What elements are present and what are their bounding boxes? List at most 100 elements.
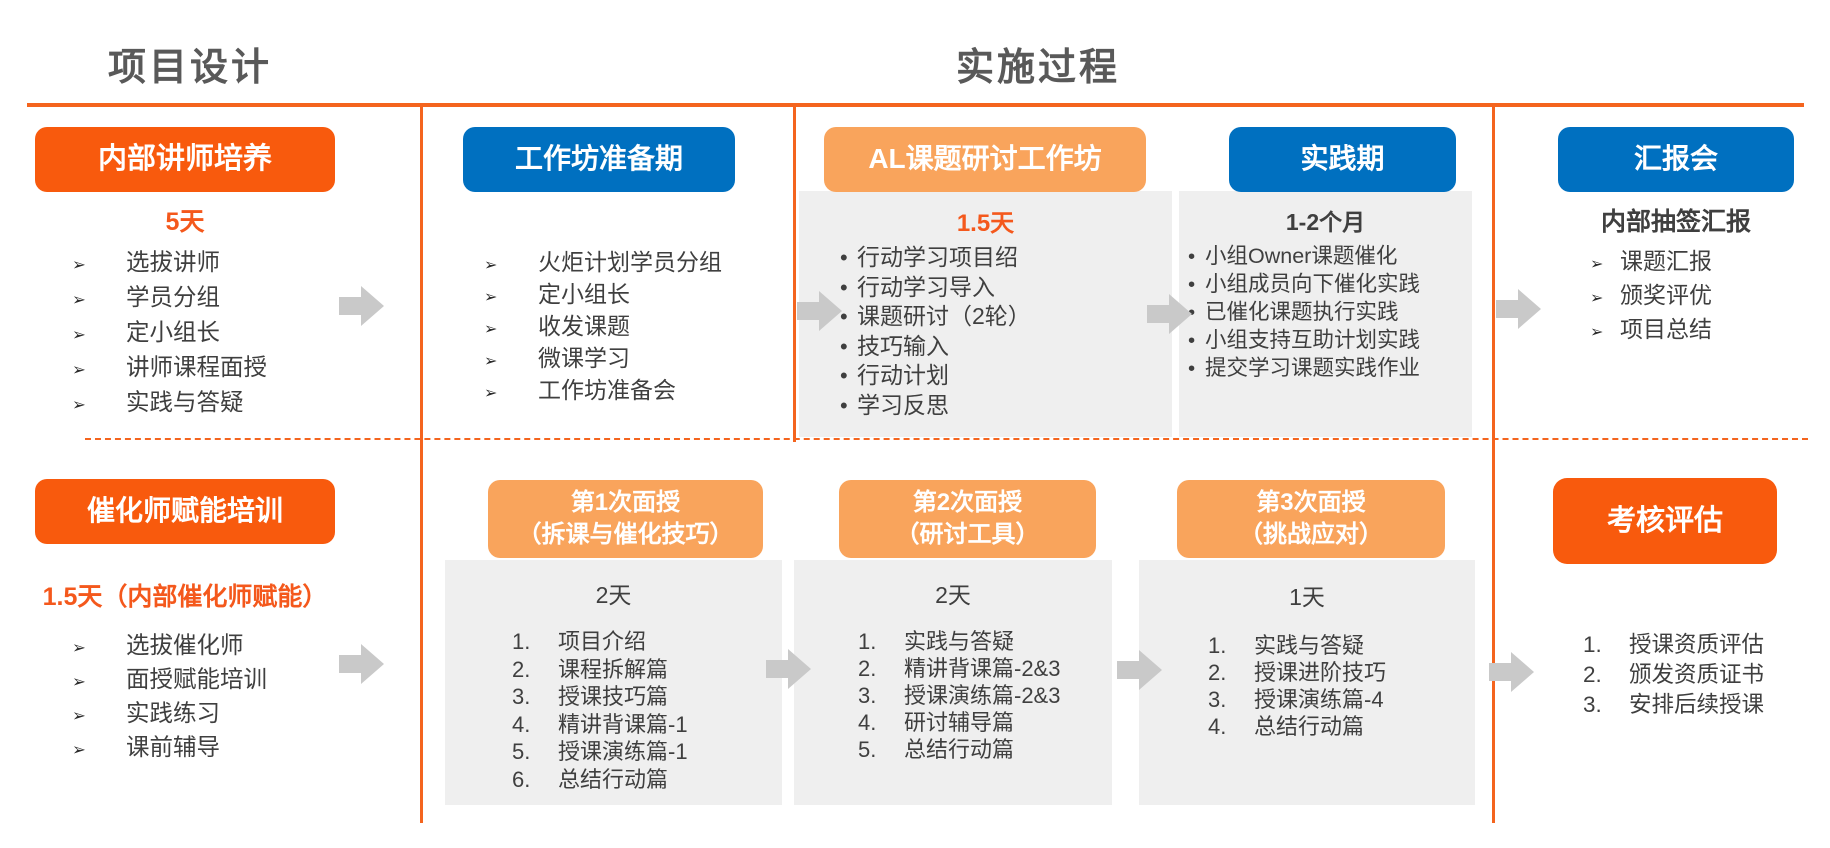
list-item: ➢颁奖评优 [1590, 280, 1712, 314]
list-item-text: 实践练习 [126, 700, 220, 726]
flow-arrow-icon [797, 291, 842, 331]
session2-panel [794, 560, 1112, 805]
list-item-text: 学员分组 [126, 284, 220, 310]
practice-period-list: • 小组Owner课题催化 • 小组成员向下催化实践 •已催化课题执行实践•小组支持互助… [1188, 243, 1420, 383]
report-meeting-box: 汇报会 [1558, 127, 1794, 192]
arrow-bullet-icon: ➢ [484, 288, 498, 306]
list-item: 2.课程拆解篇 [512, 656, 688, 684]
list-item-text: 行动计划 [857, 362, 949, 388]
trainer-development-box: 内部讲师培养 [35, 127, 335, 192]
facilitator-training-box: 催化师赋能培训 [35, 479, 335, 544]
number-bullet: 1. [1583, 632, 1602, 657]
list-item-text: 小组成员向下催化实践 [1205, 272, 1421, 296]
number-bullet: 2. [858, 656, 877, 681]
list-item: ➢ 学员分组 [72, 281, 267, 316]
stage-box-label: 实践期 [1300, 143, 1385, 175]
dot-bullet-icon: • [1188, 274, 1196, 296]
number-bullet: 1. [1208, 633, 1227, 658]
list-item-text: 精讲背课篇-2&3 [904, 656, 1061, 681]
list-item-text: 总结行动篇 [1254, 714, 1365, 739]
flow-arrow-icon [1489, 652, 1534, 692]
list-item: •行动计划 [840, 361, 1031, 391]
list-item-text: 行动学习项目绍 [857, 244, 1018, 270]
list-item: •课题研讨（2轮） [840, 302, 1031, 332]
session3-panel [1139, 560, 1475, 805]
flow-arrow-icon [766, 649, 811, 689]
flow-arrow-icon [339, 286, 384, 326]
list-item: 3.安排后续授课 [1583, 690, 1764, 720]
arrow-bullet-icon: ➢ [72, 396, 86, 414]
list-item: ➢选拔催化师 [72, 630, 267, 664]
list-item-text: 授课演练篇-4 [1254, 687, 1384, 712]
list-item-text: 项目总结 [1620, 316, 1712, 342]
list-item: ➢定小组长 [72, 316, 267, 351]
arrow-bullet-icon: ➢ [1590, 289, 1604, 307]
list-item: •已催化课题执行实践 [1188, 299, 1420, 327]
practice-period-panel [1179, 191, 1472, 437]
list-item: 3.授课演练篇-4 [1208, 686, 1386, 713]
list-item-text: 讲师课程面授 [126, 354, 267, 380]
stage-box-label: 工作坊准备期 [514, 143, 683, 175]
arrow-bullet-icon: ➢ [72, 291, 86, 309]
arrow-bullet-icon: ➢ [72, 639, 86, 657]
list-item-text: 课前辅导 [126, 734, 220, 760]
list-item-text: 收发课题 [538, 313, 630, 339]
list-item-text: 授课技巧篇 [558, 684, 669, 709]
stage-box-label-line1: 第3次面授 [1256, 489, 1366, 517]
number-bullet: 4. [858, 710, 877, 735]
list-item-text: 授课资质评估 [1629, 632, 1765, 657]
list-item-text: 技巧输入 [857, 332, 949, 359]
duration-label: 1.5天 [956, 210, 1015, 237]
list-item-text: 实践与答疑 [126, 389, 244, 415]
list-item: ➢火炬计划学员分组 [484, 248, 722, 280]
dot-bullet-icon: • [840, 245, 848, 270]
dot-bullet-icon: • [1188, 246, 1196, 268]
list-item: ➢定小组长 [484, 280, 722, 312]
assessment-box: 考核评估 [1553, 478, 1777, 564]
list-item: 1. 实践与答疑 [1208, 632, 1386, 659]
al-workshop-box: AL课题研讨工作坊 [824, 127, 1146, 192]
list-item-text: 火炬计划学员分组 [538, 249, 722, 275]
list-item-text: 授课演练篇-2&3 [904, 683, 1061, 708]
list-item-text: 学习反思 [857, 391, 949, 418]
stage-box-label-line2: （拆课与催化技巧） [517, 521, 734, 548]
duration-label: 1-2个月 [1285, 209, 1366, 235]
stage-box-label: 催化师赋能培训 [86, 495, 283, 527]
column-divider-line-2 [793, 103, 796, 442]
workshop-prep-list: ➢火炬计划学员分组➢定小组长➢收发课题➢微课学习➢工作坊准备会 [484, 248, 722, 408]
report-meeting-list: ➢课题汇报➢颁奖评优➢ 项目总结 [1590, 246, 1712, 348]
arrow-bullet-icon: ➢ [72, 326, 86, 344]
column-divider-line-1 [420, 103, 423, 823]
list-item-text: 项目介绍 [558, 629, 647, 654]
report-meeting-subtitle: 内部抽签汇报 [1600, 208, 1751, 236]
list-item: 1.实践与答疑 [858, 628, 1060, 655]
number-bullet: 5. [512, 739, 531, 764]
list-item: 2.颁发资质证书 [1583, 660, 1764, 690]
facilitator-training-list: ➢选拔催化师➢面授赋能培训➢实践练习➢课前辅导 [72, 630, 267, 766]
list-item-text: 实践与答疑 [1254, 633, 1365, 658]
duration-label: 2天 [595, 582, 632, 608]
practice-period-box: 实践期 [1229, 127, 1456, 192]
list-item-text: 小组Owner课题催化 [1205, 244, 1398, 268]
list-item: ➢课题汇报 [1590, 246, 1712, 280]
number-bullet: 2. [1583, 662, 1602, 687]
list-item: •小组支持互助计划实践 [1188, 327, 1420, 355]
list-item: 3.授课演练篇-2&3 [858, 682, 1060, 709]
arrow-bullet-icon: ➢ [72, 741, 86, 759]
stage-box-label-line2: （研讨工具） [895, 521, 1040, 548]
session1-box: 第1次面授 （拆课与催化技巧） [488, 480, 763, 558]
dot-bullet-icon: • [1188, 330, 1196, 352]
phase-divider-dashed-line [85, 438, 1808, 440]
list-item: ➢选拔讲师 [72, 246, 267, 281]
number-bullet: 2. [1208, 660, 1227, 685]
column-divider-line-3 [1492, 103, 1495, 823]
stage-box-label: 考核评估 [1606, 504, 1723, 537]
list-item: 4.研讨辅导篇 [858, 709, 1060, 736]
number-bullet: 6. [512, 766, 531, 792]
list-item: •提交学习课题实践作业 [1188, 355, 1420, 383]
flow-arrow-icon [1496, 289, 1541, 329]
list-item-text: 提交学习课题实践作业 [1205, 356, 1421, 380]
